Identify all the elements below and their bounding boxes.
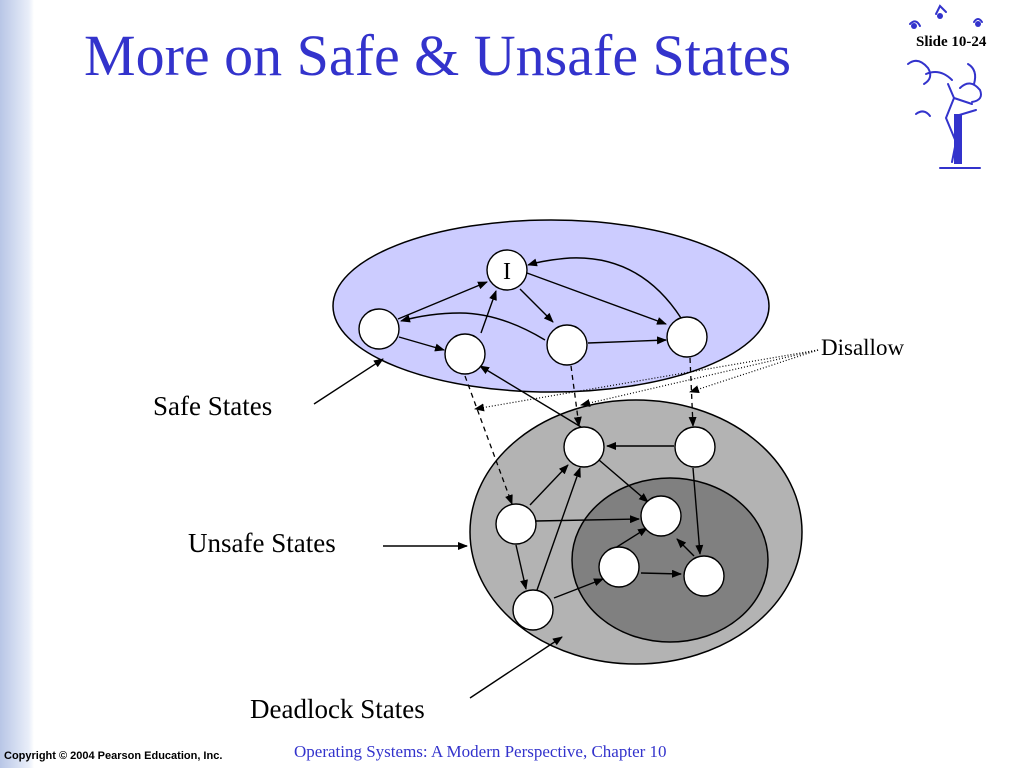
safe-states-label: Safe States [153,391,273,421]
state-node [495,503,537,545]
edge [529,464,569,506]
dashed-transitions [464,357,697,505]
safe-states-region [332,219,770,393]
state-node [358,308,400,350]
state-node [674,426,716,468]
state-node [640,495,682,537]
safe-label-pointer [313,358,384,405]
deadlock-label-pointer [469,636,563,699]
edge [535,515,640,524]
deadlock-states-label: Deadlock States [250,694,425,724]
footer-course: Operating Systems: A Modern Perspective,… [294,742,667,761]
label-pointers [313,358,563,699]
state-node [444,333,486,375]
unsafe-states-label: Unsafe States [188,528,336,558]
edge [479,365,582,428]
state-node [512,589,554,631]
state-node [666,316,708,358]
slide-side-gradient [0,0,34,768]
edge [692,467,704,555]
author-logo-icon [907,4,983,169]
state-node [598,546,640,588]
disallow-pointers [474,349,819,412]
initial-state-label: I [503,259,511,285]
edge [398,336,445,352]
edge [526,272,667,325]
edge [527,257,682,319]
edge [676,538,695,557]
edge [519,288,554,323]
edge [480,290,497,334]
slide-number: Slide 10-24 [916,34,987,50]
state-nodes [358,249,725,631]
edge [553,578,604,599]
initial-state-node [486,249,528,291]
dashed-edge [688,357,697,427]
edge [640,569,682,578]
edge [400,312,546,341]
edge [397,281,488,320]
disallow-pointer [474,349,819,412]
slide-title: More on Safe & Unsafe States [84,23,792,88]
dashed-edge [464,375,513,505]
disallow-label: Disallow [821,335,905,360]
edge [515,544,528,590]
state-node [563,426,605,468]
edge [587,336,667,345]
edge [536,467,581,591]
solid-transitions [397,257,704,599]
edge [598,459,649,503]
state-node [683,555,725,597]
dashed-edge [570,365,582,427]
state-node [546,324,588,366]
footer-copyright: Copyright © 2004 Pearson Education, Inc. [4,750,223,762]
